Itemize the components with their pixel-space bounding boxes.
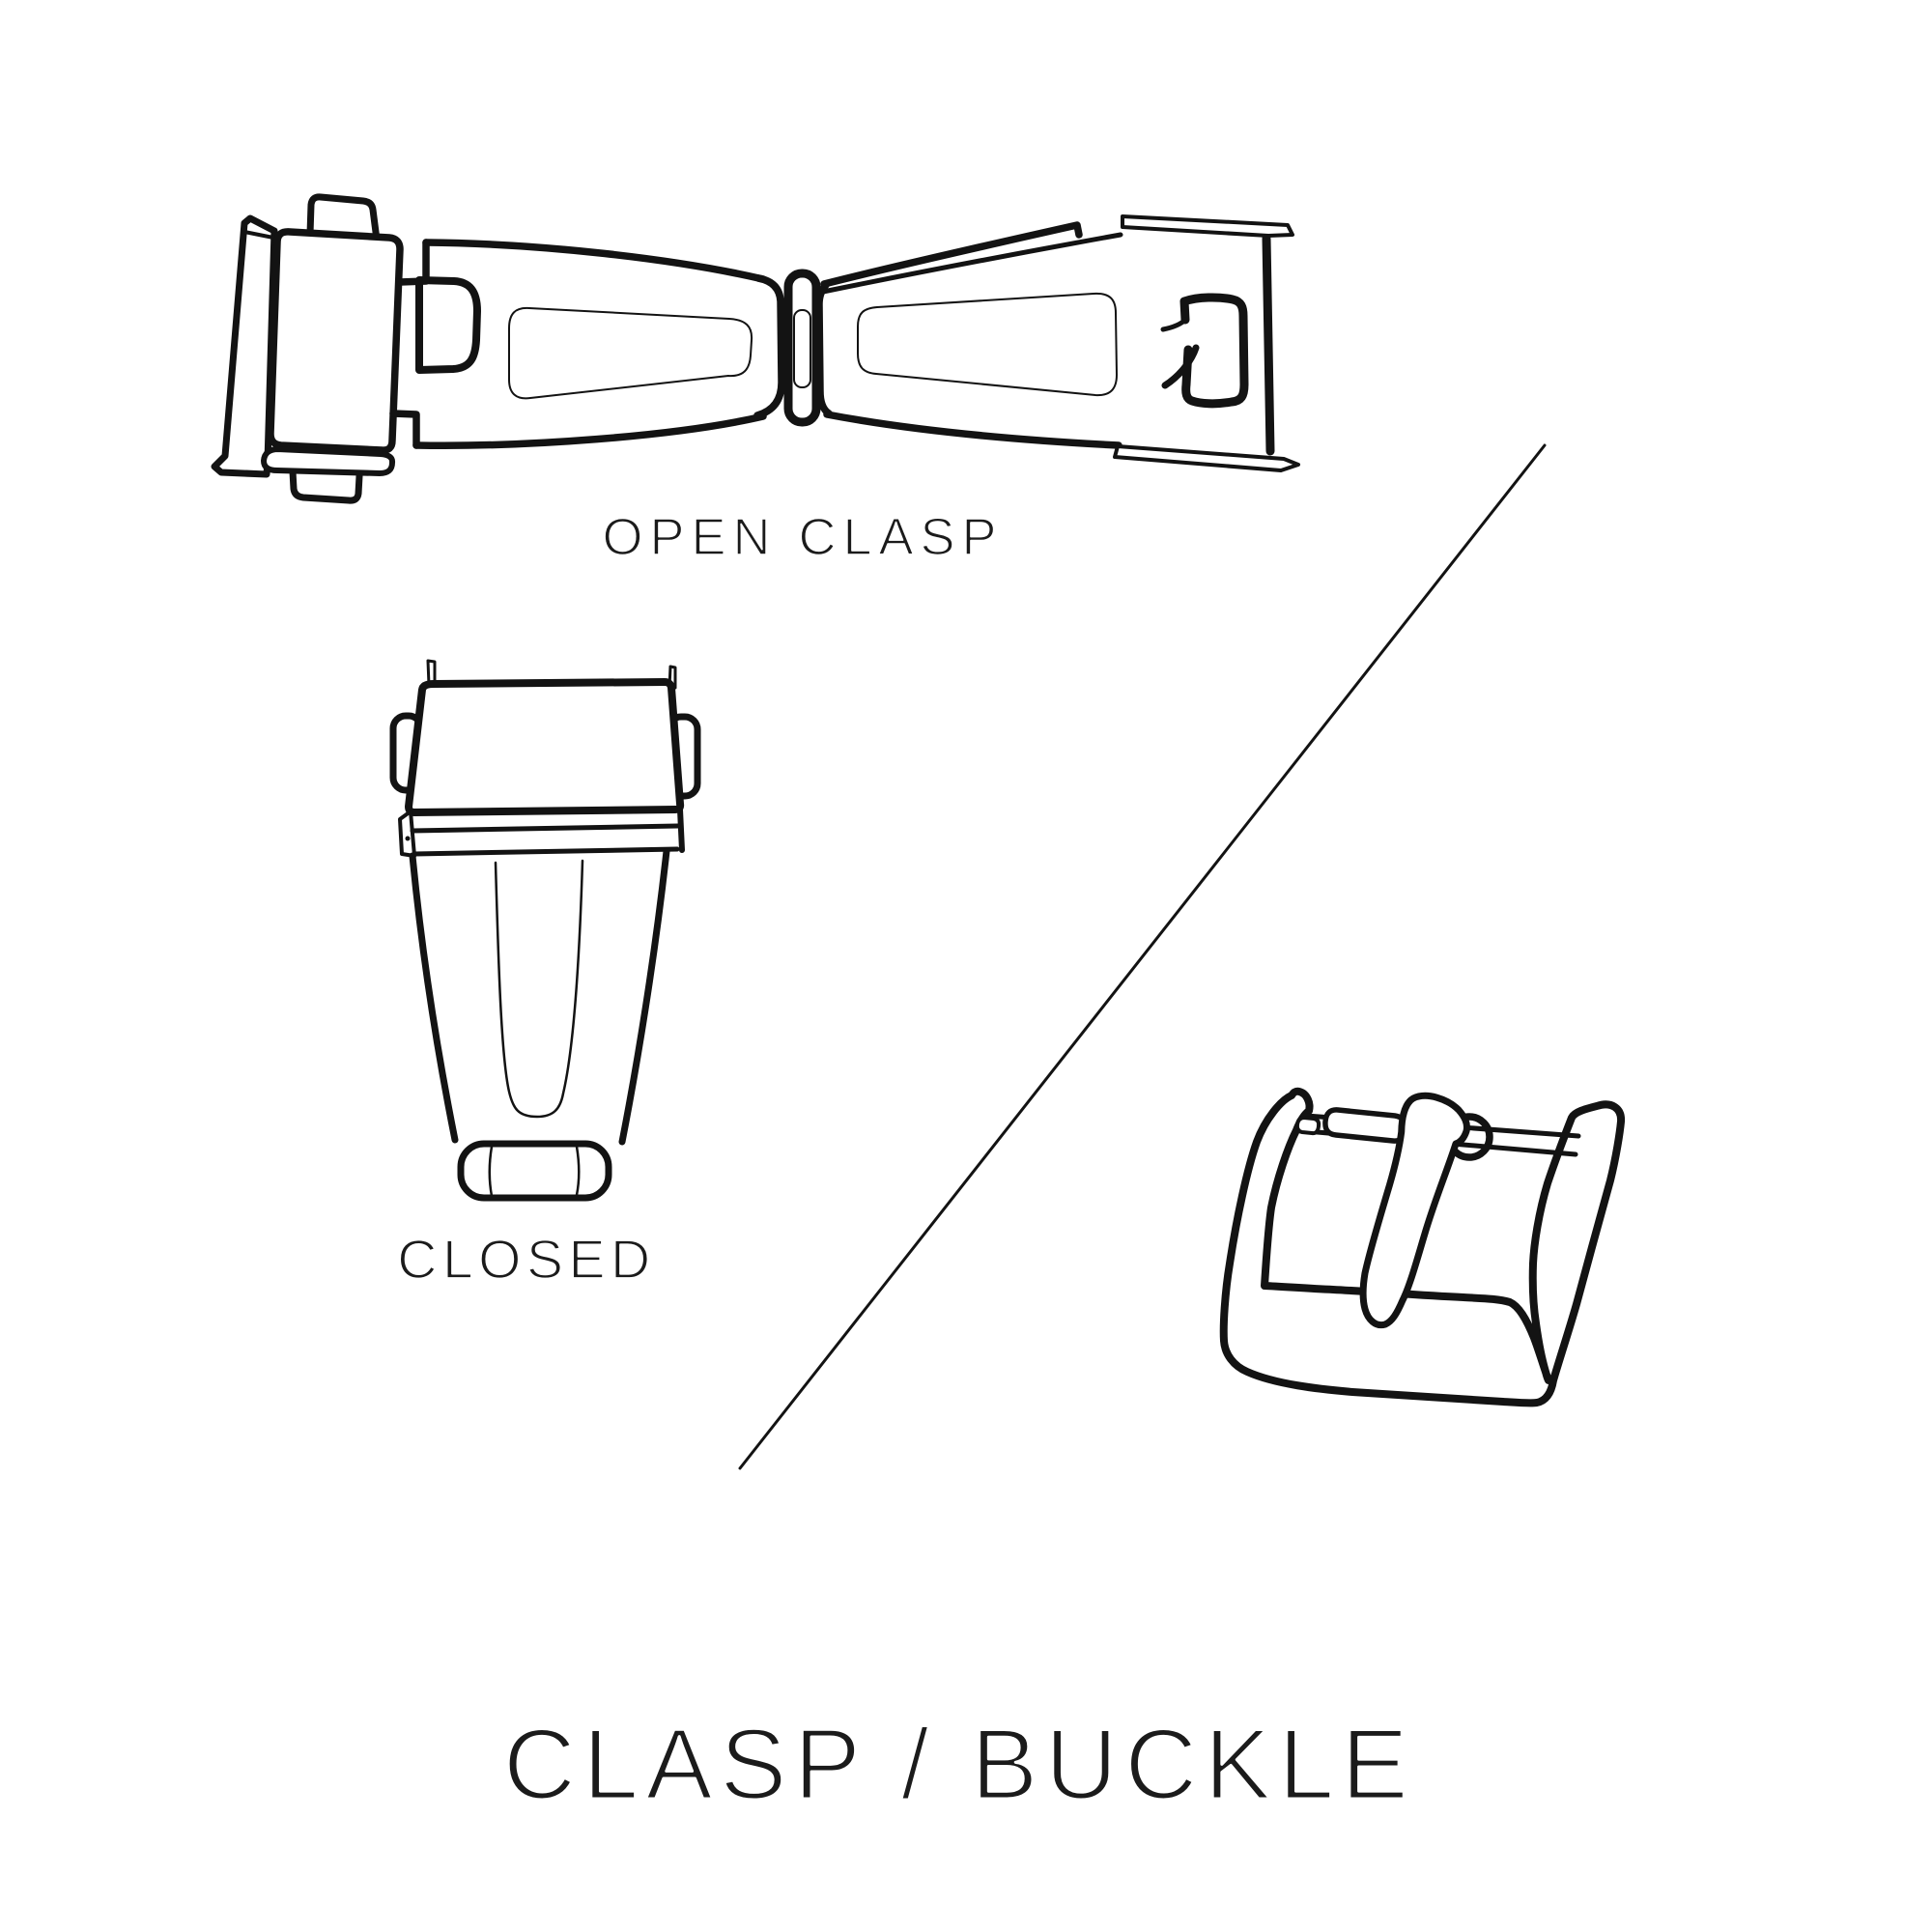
- svg-text:OPEN CLASP: OPEN CLASP: [602, 508, 1003, 566]
- svg-text:CLASP / BUCKLE: CLASP / BUCKLE: [503, 1709, 1415, 1821]
- svg-text:CLOSED: CLOSED: [397, 1229, 655, 1291]
